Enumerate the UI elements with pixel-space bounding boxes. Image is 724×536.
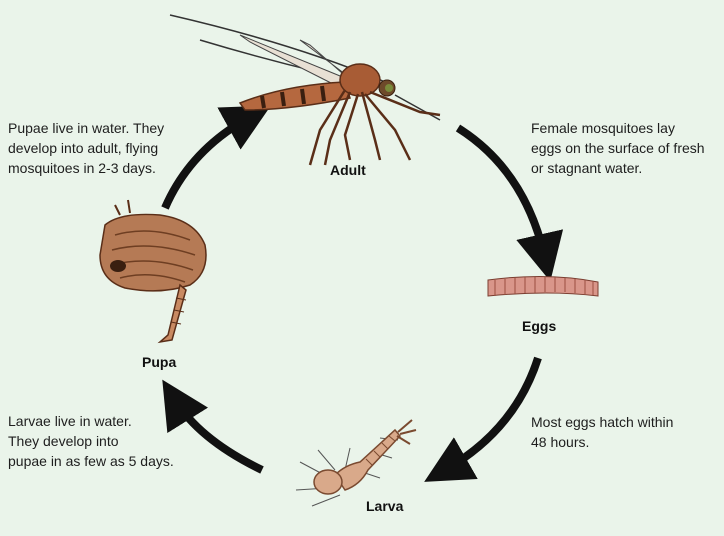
arrow-eggs-to-larva <box>424 356 542 482</box>
arrow-larva-to-pupa <box>162 379 264 474</box>
description-adult-to-eggs: Female mosquitoes lay eggs on the surfac… <box>531 120 705 176</box>
description-larva-to-pupa: Larvae live in water. They develop into … <box>8 413 174 469</box>
stage-label-pupa: Pupa <box>142 354 177 370</box>
eggs-illustration <box>487 275 599 297</box>
stage-label-adult: Adult <box>330 162 366 178</box>
arrow-adult-to-eggs <box>455 124 564 282</box>
description-eggs-to-larva: Most eggs hatch within 48 hours. <box>531 414 674 450</box>
description-pupa-to-adult: Pupae live in water. They develop into a… <box>8 120 165 176</box>
stage-label-eggs: Eggs <box>522 318 557 334</box>
larva-illustration <box>295 419 417 507</box>
pupa-illustration <box>99 199 207 344</box>
adult-mosquito-illustration <box>169 14 441 166</box>
arrow-pupa-to-adult <box>161 105 272 210</box>
stage-label-larva: Larva <box>366 498 404 514</box>
